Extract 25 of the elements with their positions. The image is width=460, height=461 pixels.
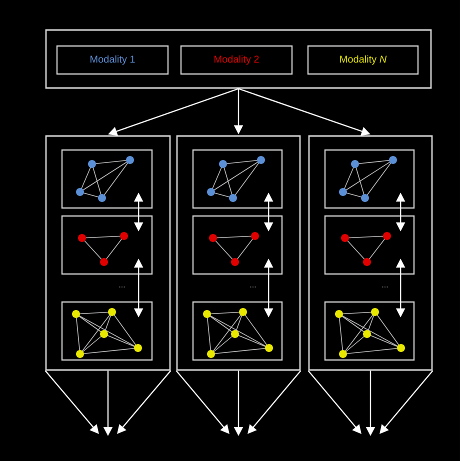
arrow <box>380 370 434 434</box>
graph-box <box>61 149 153 209</box>
arrow <box>117 370 172 434</box>
ellipsis: ... <box>250 286 256 288</box>
ellipsis: ... <box>382 286 388 288</box>
arrow <box>308 370 362 434</box>
column-box <box>176 135 301 371</box>
graph-box <box>192 149 283 209</box>
column-box <box>308 135 433 371</box>
graph-box <box>324 149 415 209</box>
ellipsis: ... <box>119 286 125 288</box>
graph-box <box>61 301 153 361</box>
graph-box <box>324 215 415 275</box>
modality-box: Modality 1 <box>56 45 169 75</box>
graph-box <box>61 215 153 275</box>
arrow <box>176 370 230 434</box>
modality-box: Modality 2 <box>180 45 293 75</box>
arrow <box>44 370 99 434</box>
modality-box: Modality N <box>307 45 419 75</box>
column-box <box>45 135 171 371</box>
graph-box <box>324 301 415 361</box>
graph-box <box>192 301 283 361</box>
graph-box <box>192 215 283 275</box>
arrow <box>248 370 302 434</box>
outer-box <box>45 29 432 89</box>
